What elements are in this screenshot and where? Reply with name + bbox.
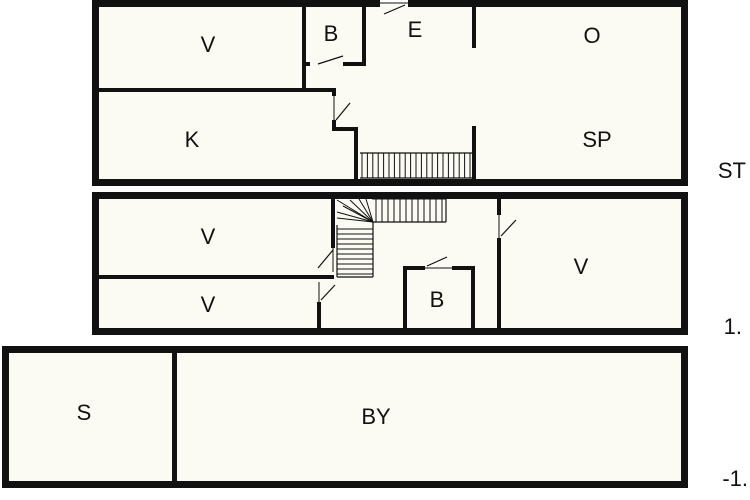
wall <box>2 481 688 488</box>
wall <box>2 346 9 488</box>
room-label-v-top: V <box>201 224 216 249</box>
stair-tread <box>342 205 374 223</box>
stair-tread <box>358 198 374 223</box>
door-v-top[interactable] <box>317 249 334 269</box>
wall <box>343 62 366 66</box>
floor-ground: V B E O K SP <box>92 0 688 186</box>
door-k[interactable] <box>335 102 351 121</box>
wall <box>92 0 99 186</box>
floor-label-ground: ST <box>718 158 746 183</box>
floor-basement: S BY <box>2 346 688 488</box>
wall <box>96 88 334 92</box>
wall <box>471 266 475 332</box>
stair-tread <box>365 198 374 223</box>
room-label-b: B <box>324 21 339 46</box>
wall <box>172 350 177 484</box>
floor-label-basement: -1. <box>722 466 748 491</box>
wall <box>2 346 688 353</box>
room-label-by: BY <box>361 404 391 429</box>
wall <box>472 126 476 183</box>
wall <box>497 238 501 332</box>
wall <box>332 120 336 130</box>
wall <box>354 127 358 183</box>
staircase <box>360 152 472 179</box>
wall <box>96 275 334 279</box>
wall <box>331 196 335 248</box>
wall <box>403 266 425 270</box>
door-b[interactable] <box>317 55 344 65</box>
stair-tread <box>349 199 374 223</box>
wall <box>302 62 310 66</box>
wall <box>681 0 688 186</box>
floor-label-first: 1. <box>724 314 742 339</box>
wall <box>92 179 688 186</box>
wall <box>472 4 476 48</box>
room-label-e: E <box>408 17 423 42</box>
wall <box>317 302 321 332</box>
room-label-v-right: V <box>574 254 589 279</box>
room-label-k: K <box>185 127 200 152</box>
wall <box>408 0 688 7</box>
room-label-s: S <box>77 400 92 425</box>
floor-basement-area <box>6 352 684 484</box>
door-b1[interactable] <box>426 256 448 267</box>
wall <box>452 266 475 270</box>
wall <box>681 346 688 488</box>
door-v-bottom[interactable] <box>320 284 336 301</box>
wall <box>497 196 501 215</box>
wall <box>92 192 99 335</box>
room-label-sp: SP <box>582 127 611 152</box>
stair-tread <box>336 217 374 223</box>
room-label-b: B <box>430 287 445 312</box>
floor-first: V V B V <box>92 192 688 335</box>
wall <box>403 266 407 332</box>
stair-tread <box>336 211 374 223</box>
floor-first-area <box>96 196 684 332</box>
room-label-v: V <box>201 32 216 57</box>
wall <box>681 192 688 335</box>
wall <box>332 127 358 131</box>
door-v-right[interactable] <box>500 219 517 237</box>
entrance-door[interactable] <box>383 4 406 15</box>
wall <box>92 192 688 199</box>
room-label-v-bottom: V <box>201 292 216 317</box>
wall <box>92 0 380 7</box>
wall <box>302 4 306 90</box>
wall <box>92 328 688 335</box>
wall <box>332 88 336 96</box>
staircase <box>336 198 447 278</box>
wall <box>362 4 366 64</box>
room-label-o: O <box>583 23 600 48</box>
floor-ground-area <box>96 4 684 182</box>
